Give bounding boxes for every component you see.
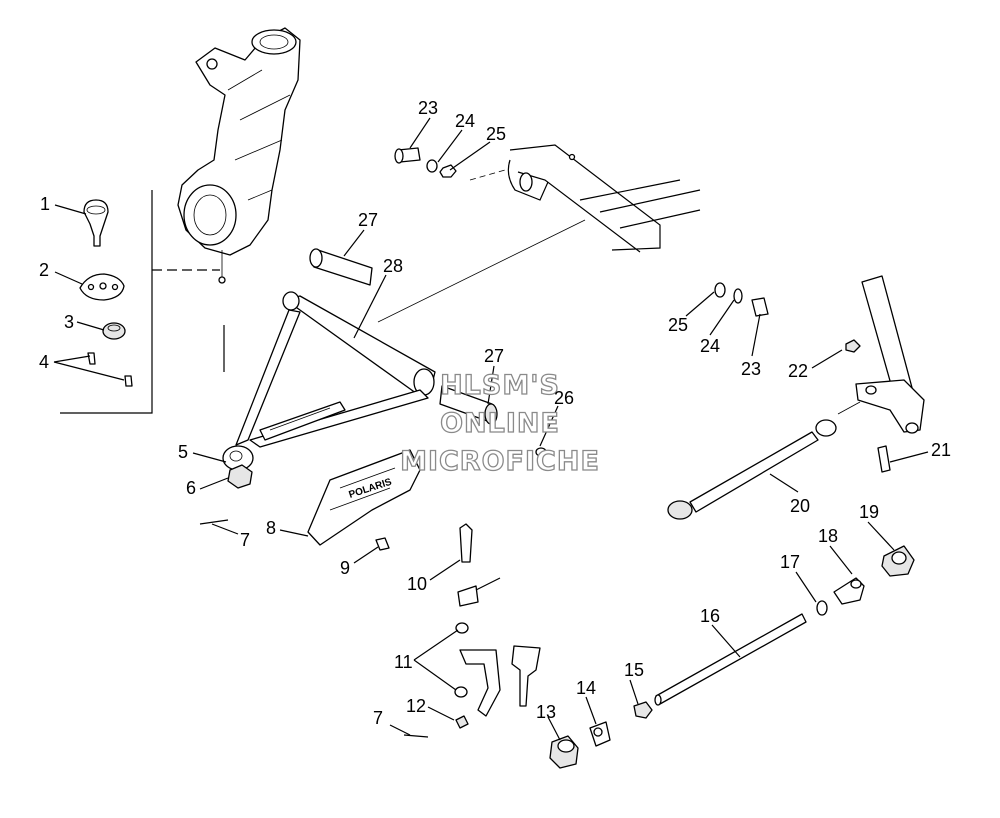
watermark-line-1: HLSM'S (440, 370, 560, 401)
screw-pair (87, 352, 133, 387)
callout-16: 16 (700, 606, 720, 626)
ball-joint-plate (79, 273, 125, 301)
callout-26: 26 (554, 388, 574, 408)
tie-rod-end-19 (881, 545, 915, 577)
pivot-bushing-upper (309, 248, 373, 286)
ball-joint-part (83, 199, 109, 247)
callout-6: 6 (186, 478, 196, 498)
steering-post-bolt (457, 523, 501, 607)
a-arm-guard: POLARIS (307, 449, 421, 546)
callout-23-right: 23 (741, 359, 761, 379)
callout-13: 13 (536, 702, 556, 722)
jam-nut-15 (633, 701, 653, 719)
callout-5: 5 (178, 442, 188, 462)
bolt-21 (877, 445, 891, 473)
callout-25-upper: 25 (486, 124, 506, 144)
callout-labels: 1 2 3 4 5 6 7 7 8 9 10 11 12 13 14 15 16… (39, 98, 951, 728)
callout-25-right: 25 (668, 315, 688, 335)
callout-23-upper: 23 (418, 98, 438, 118)
drag-link-20 (667, 419, 837, 520)
callout-8: 8 (266, 518, 276, 538)
callout-24-upper: 24 (455, 111, 475, 131)
a-arm (222, 291, 436, 471)
rod-end-18 (833, 577, 865, 605)
callout-17: 17 (780, 552, 800, 572)
watermark-line-2: ONLINE (440, 408, 560, 439)
callout-18: 18 (818, 526, 838, 546)
steering-post (837, 275, 925, 434)
callout-7-upper: 7 (240, 530, 250, 550)
callout-11: 11 (394, 652, 413, 672)
leader-lines (53, 117, 929, 741)
callout-20: 20 (790, 496, 810, 516)
castle-nut (227, 464, 253, 489)
callout-1: 1 (40, 194, 50, 214)
callout-15: 15 (624, 660, 644, 680)
callout-21: 21 (931, 440, 951, 460)
steering-knuckle (177, 27, 301, 284)
bolt-washer-set-upper (394, 147, 457, 178)
pivot-bushing-lower (439, 385, 498, 425)
callout-28: 28 (383, 256, 403, 276)
rod-end-14 (589, 721, 611, 747)
tie-rod-end-13 (549, 735, 579, 769)
callout-27-lower: 27 (484, 346, 504, 366)
callout-12: 12 (406, 696, 426, 716)
callout-9: 9 (340, 558, 350, 578)
cotter-pin-lower (403, 734, 429, 738)
watermark: HLSM'S ONLINE MICROFICHE (399, 369, 600, 477)
callout-24-right: 24 (700, 336, 720, 356)
assembly-bracket (60, 190, 225, 414)
callout-10: 10 (407, 574, 427, 594)
cotter-pin-upper (199, 519, 229, 525)
callout-7-lower: 7 (373, 708, 383, 728)
callout-2: 2 (39, 260, 49, 280)
jam-nut-17 (816, 600, 828, 616)
callout-14: 14 (576, 678, 596, 698)
callout-3: 3 (64, 312, 74, 332)
watermark-line-3: MICROFICHE (400, 446, 600, 477)
callout-27-upper: 27 (358, 210, 378, 230)
guard-bolt (375, 537, 390, 551)
tie-rod-16 (654, 613, 807, 706)
bracket-washers (454, 622, 541, 729)
callout-4: 4 (39, 352, 49, 372)
grease-fitting (535, 447, 547, 457)
retaining-cap (102, 322, 126, 340)
nut-22 (845, 339, 861, 353)
callout-22: 22 (788, 361, 808, 381)
frame-crossmember (377, 144, 701, 323)
callout-19: 19 (859, 502, 879, 522)
bolt-washer-set-right (714, 282, 769, 317)
